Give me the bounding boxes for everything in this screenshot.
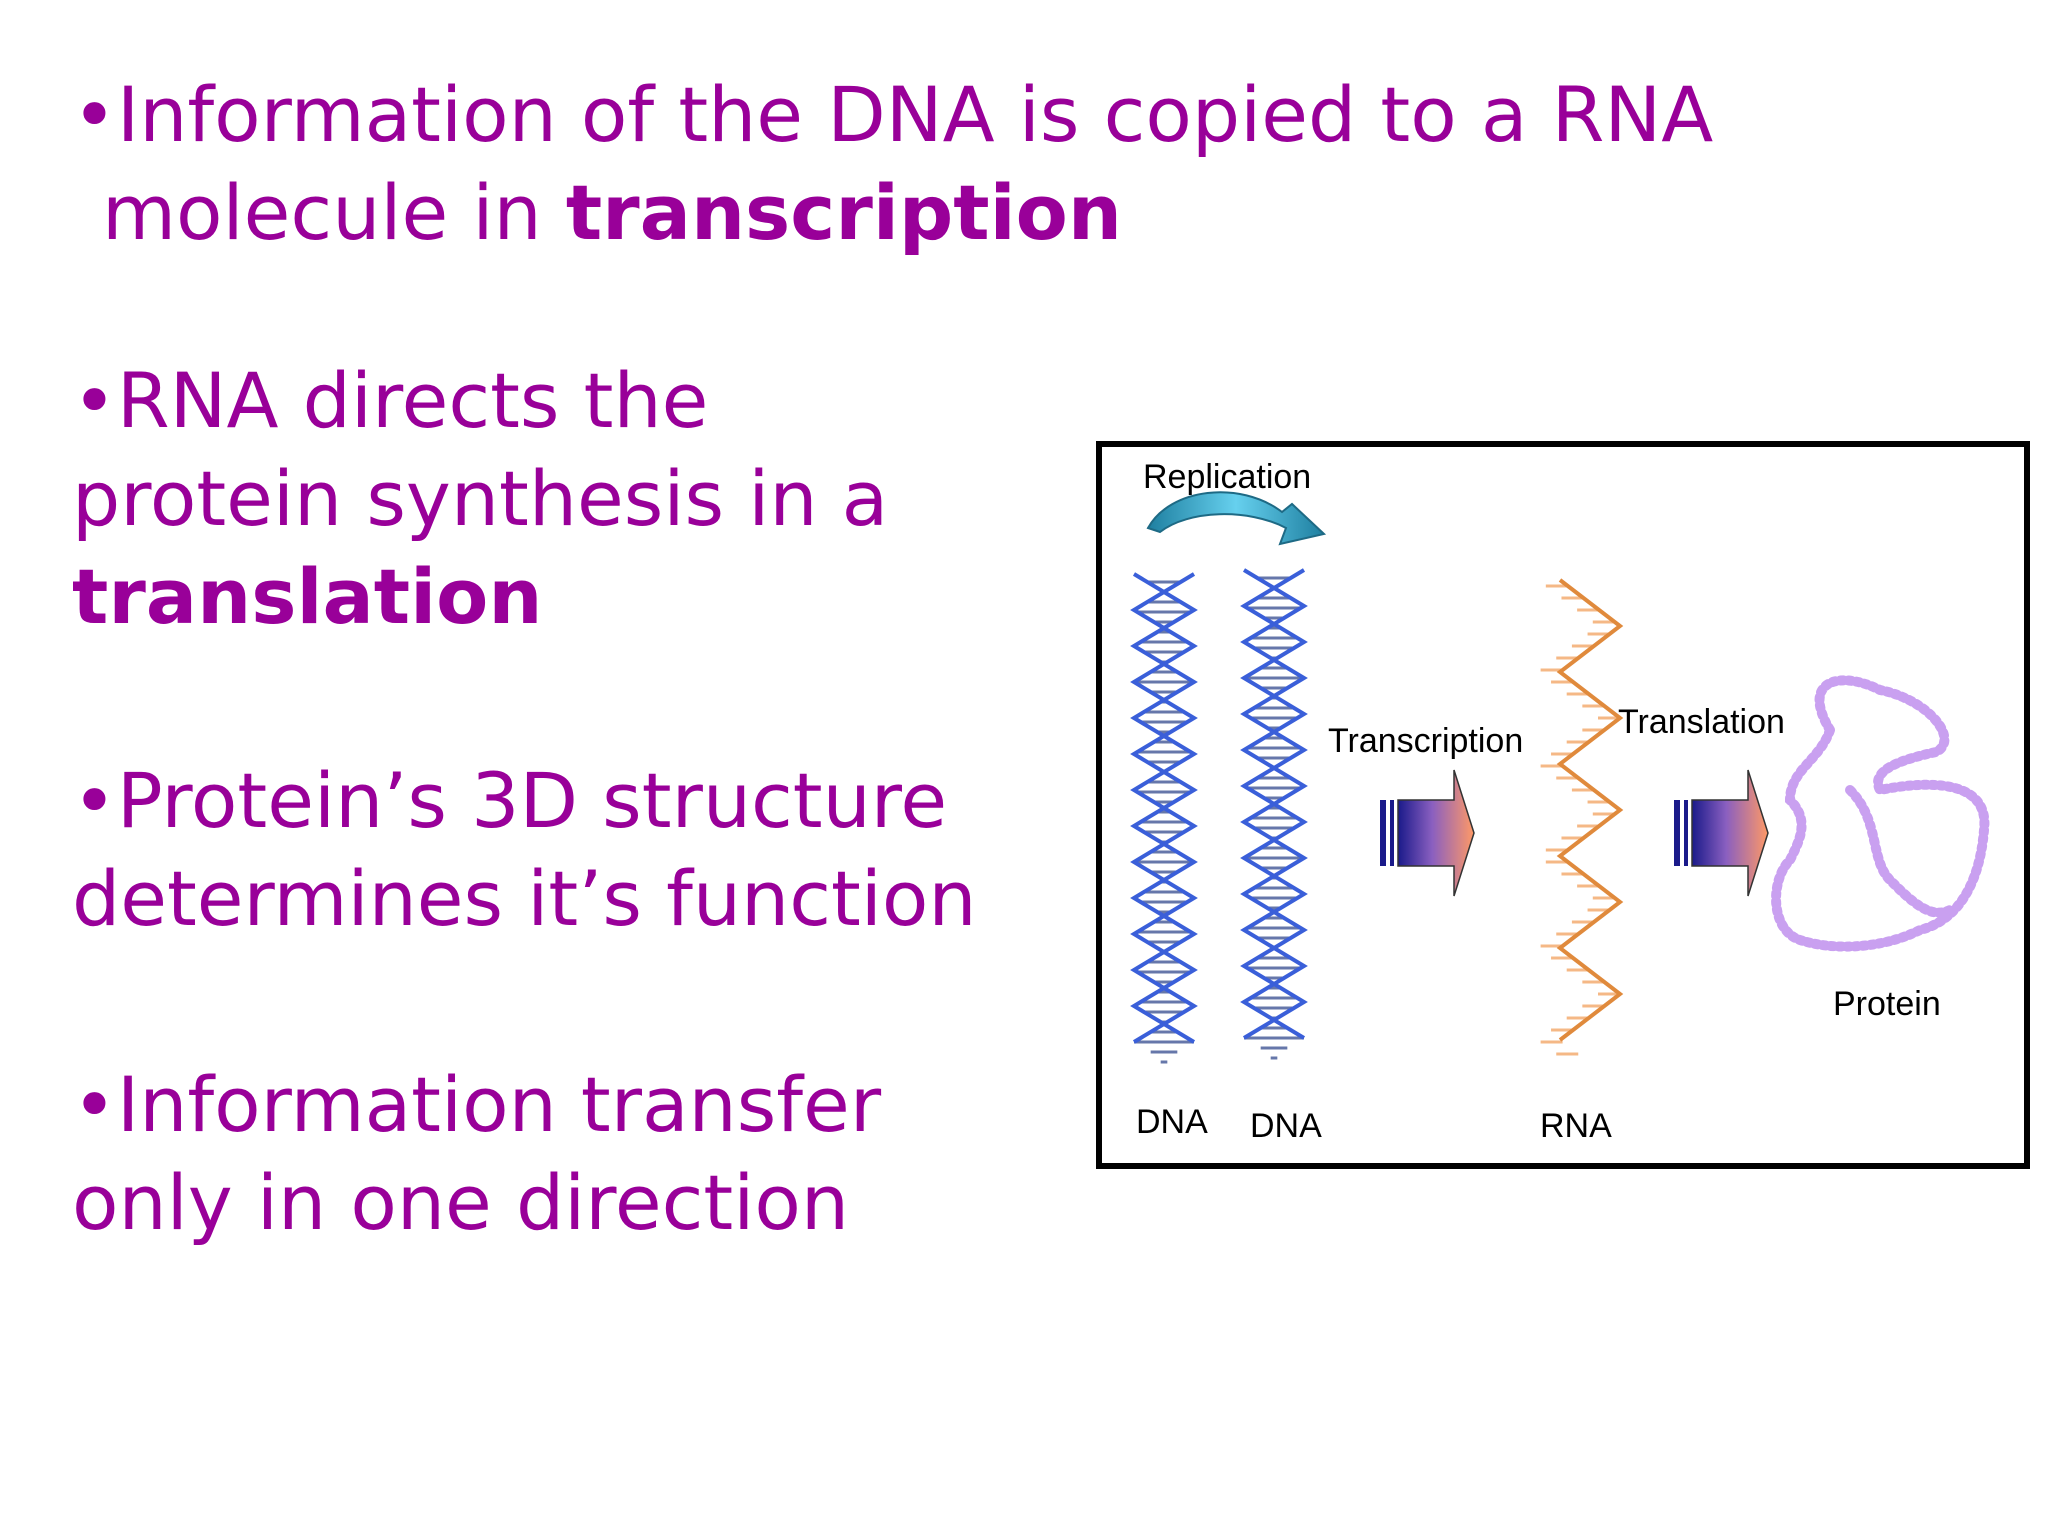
diagram-frame — [1096, 441, 2030, 1169]
protein-label: Protein — [1833, 985, 1941, 1023]
bullet-1-line-2: molecule in transcription — [72, 164, 1713, 262]
bullet-3-line-1: •Protein’s 3D structure — [72, 752, 977, 850]
bullet-2-line-2: protein synthesis in a — [72, 450, 888, 548]
bullet-2-text-1: RNA directs the — [116, 356, 709, 445]
bullet-4-line-1: •Information transfer — [72, 1056, 881, 1154]
rna-strand — [1540, 578, 1624, 1056]
translation-arrow — [1674, 769, 1769, 897]
bullet-transcription: •Information of the DNA is copied to a R… — [72, 66, 1713, 262]
bullet-marker: • — [72, 70, 117, 159]
bullet-4-text-2: only in one direction — [72, 1158, 849, 1247]
replication-label: Replication — [1143, 458, 1311, 496]
bullet-1-text-2: molecule in — [102, 168, 566, 257]
dna-helix-copy — [1240, 568, 1308, 1060]
transcription-label: Transcription — [1328, 722, 1523, 760]
bullet-4-text-1: Information transfer — [116, 1060, 882, 1149]
bullet-1-bold-term: transcription — [565, 168, 1122, 257]
bullet-4-line-2: only in one direction — [72, 1154, 881, 1252]
replication-arrow — [1146, 491, 1327, 546]
bullet-marker: • — [72, 756, 117, 845]
dna-helix-original — [1130, 572, 1198, 1064]
bullet-marker: • — [72, 356, 117, 445]
bullet-3-line-2: determines it’s function — [72, 850, 977, 948]
bullet-translation: •RNA directs the protein synthesis in a … — [72, 352, 888, 646]
bullet-1-line-1: •Information of the DNA is copied to a R… — [72, 66, 1713, 164]
bullet-3-text-1: Protein’s 3D structure — [116, 756, 948, 845]
bullet-marker: • — [72, 1060, 117, 1149]
protein-chain — [1771, 675, 1990, 952]
bullet-3-text-2: determines it’s function — [72, 854, 977, 943]
bullet-2-text-2: protein synthesis in a — [72, 454, 889, 543]
bullet-2-line-1: •RNA directs the — [72, 352, 888, 450]
bullet-2-bold-term: translation — [72, 552, 543, 641]
dna-label-1: DNA — [1136, 1103, 1208, 1141]
dna-label-2: DNA — [1250, 1107, 1322, 1145]
bullet-1-text-1: Information of the DNA is copied to a RN… — [116, 70, 1714, 159]
amino-acid-chain — [1771, 675, 1990, 952]
transcription-arrow — [1380, 769, 1475, 897]
bullet-2-line-3: translation — [72, 548, 888, 646]
bullet-information-transfer: •Information transfer only in one direct… — [72, 1056, 881, 1252]
backbone — [1130, 572, 1198, 1044]
translation-label: Translation — [1618, 703, 1785, 741]
rna-label: RNA — [1540, 1107, 1612, 1145]
backbone — [1556, 578, 1624, 1042]
backbone — [1240, 568, 1308, 1040]
bullet-protein-structure: •Protein’s 3D structure determines it’s … — [72, 752, 977, 948]
